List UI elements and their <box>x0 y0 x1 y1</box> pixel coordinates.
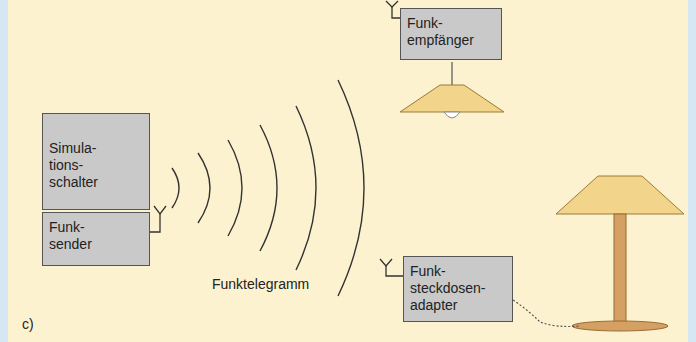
device-box: Funk- empfänger <box>400 8 502 60</box>
antenna-symbol <box>386 1 400 18</box>
device-box: Funk- sender <box>42 212 150 266</box>
background-panel <box>8 0 688 342</box>
lamp-shade <box>556 176 684 214</box>
device-label: Funk- empfänger <box>407 15 491 49</box>
figure-letter: c) <box>22 316 34 332</box>
light-bulb <box>444 112 460 118</box>
device-box: Simula- tions- schalter <box>42 113 150 210</box>
signal-label: Funktelegramm <box>212 276 309 292</box>
lamp-pole <box>614 214 626 324</box>
device-label: Simula- tions- schalter <box>49 140 121 191</box>
device-label: Funk- sender <box>49 219 119 253</box>
device-box: Funk- steckdosen- adapter <box>403 256 513 322</box>
radio-waves <box>172 80 364 296</box>
antenna-symbol <box>380 259 403 276</box>
lamp-base <box>572 321 668 331</box>
lamp-cord <box>451 62 452 85</box>
antenna-symbol <box>150 206 166 232</box>
device-label: Funk- steckdosen- adapter <box>410 263 500 314</box>
lamp-shade <box>400 85 504 112</box>
power-cable <box>513 300 580 327</box>
